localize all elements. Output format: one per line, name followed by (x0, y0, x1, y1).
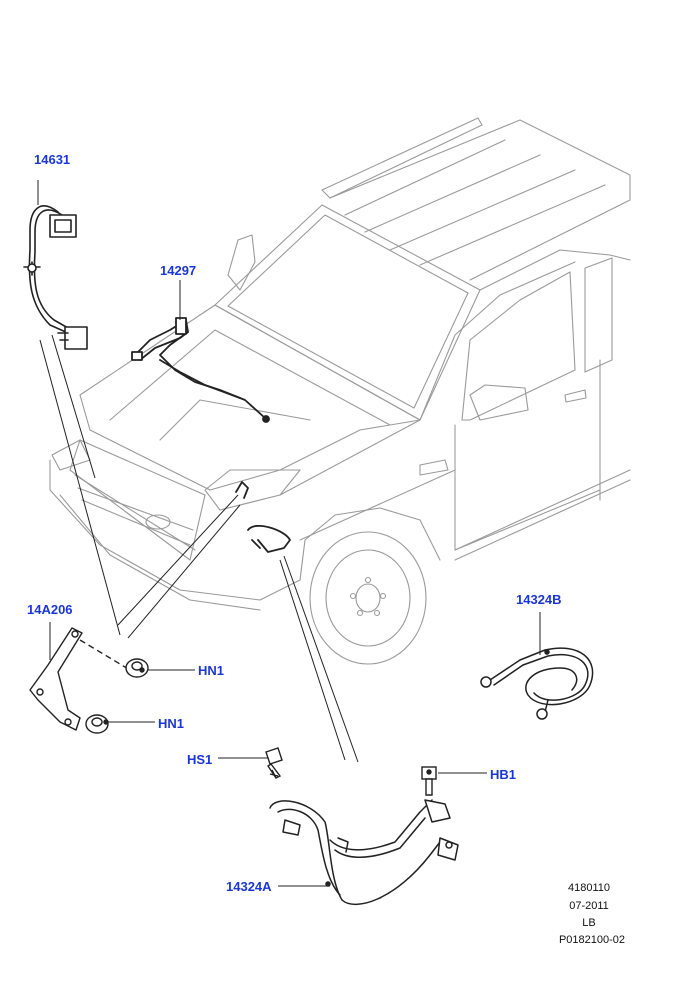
callout-hn1-upper[interactable]: HN1 (198, 663, 225, 678)
callout-hs1[interactable]: HS1 (187, 752, 213, 767)
callout-14631[interactable]: 14631 (34, 152, 71, 167)
hn1-nut-lower (85, 714, 109, 734)
callout-14324A[interactable]: 14324A (226, 879, 272, 894)
part-14631-harness (23, 205, 88, 350)
callout-14324B[interactable]: 14324B (516, 592, 562, 607)
hn1-nut-upper (125, 658, 149, 678)
drawing-number: 4180110 (567, 882, 610, 894)
part-14297-harness (131, 317, 291, 553)
hb1-bolt (421, 766, 437, 796)
hs1-bolt (265, 747, 283, 779)
part-14A206-bracket (29, 627, 131, 731)
part-14324A-cable (269, 799, 459, 906)
vehicle-outline (49, 117, 631, 665)
leader-lines (37, 180, 541, 887)
callout-hn1-lower[interactable]: HN1 (158, 716, 185, 731)
drawing-date: 07-2011 (569, 900, 609, 912)
drawing-reference: P0182100-02 (558, 934, 626, 946)
callout-14297[interactable]: 14297 (160, 263, 197, 278)
part-14324B-cable (480, 647, 594, 720)
callout-hb1[interactable]: HB1 (490, 767, 517, 782)
drawing-code: LB (582, 917, 596, 929)
callout-14A206[interactable]: 14A206 (27, 602, 73, 617)
